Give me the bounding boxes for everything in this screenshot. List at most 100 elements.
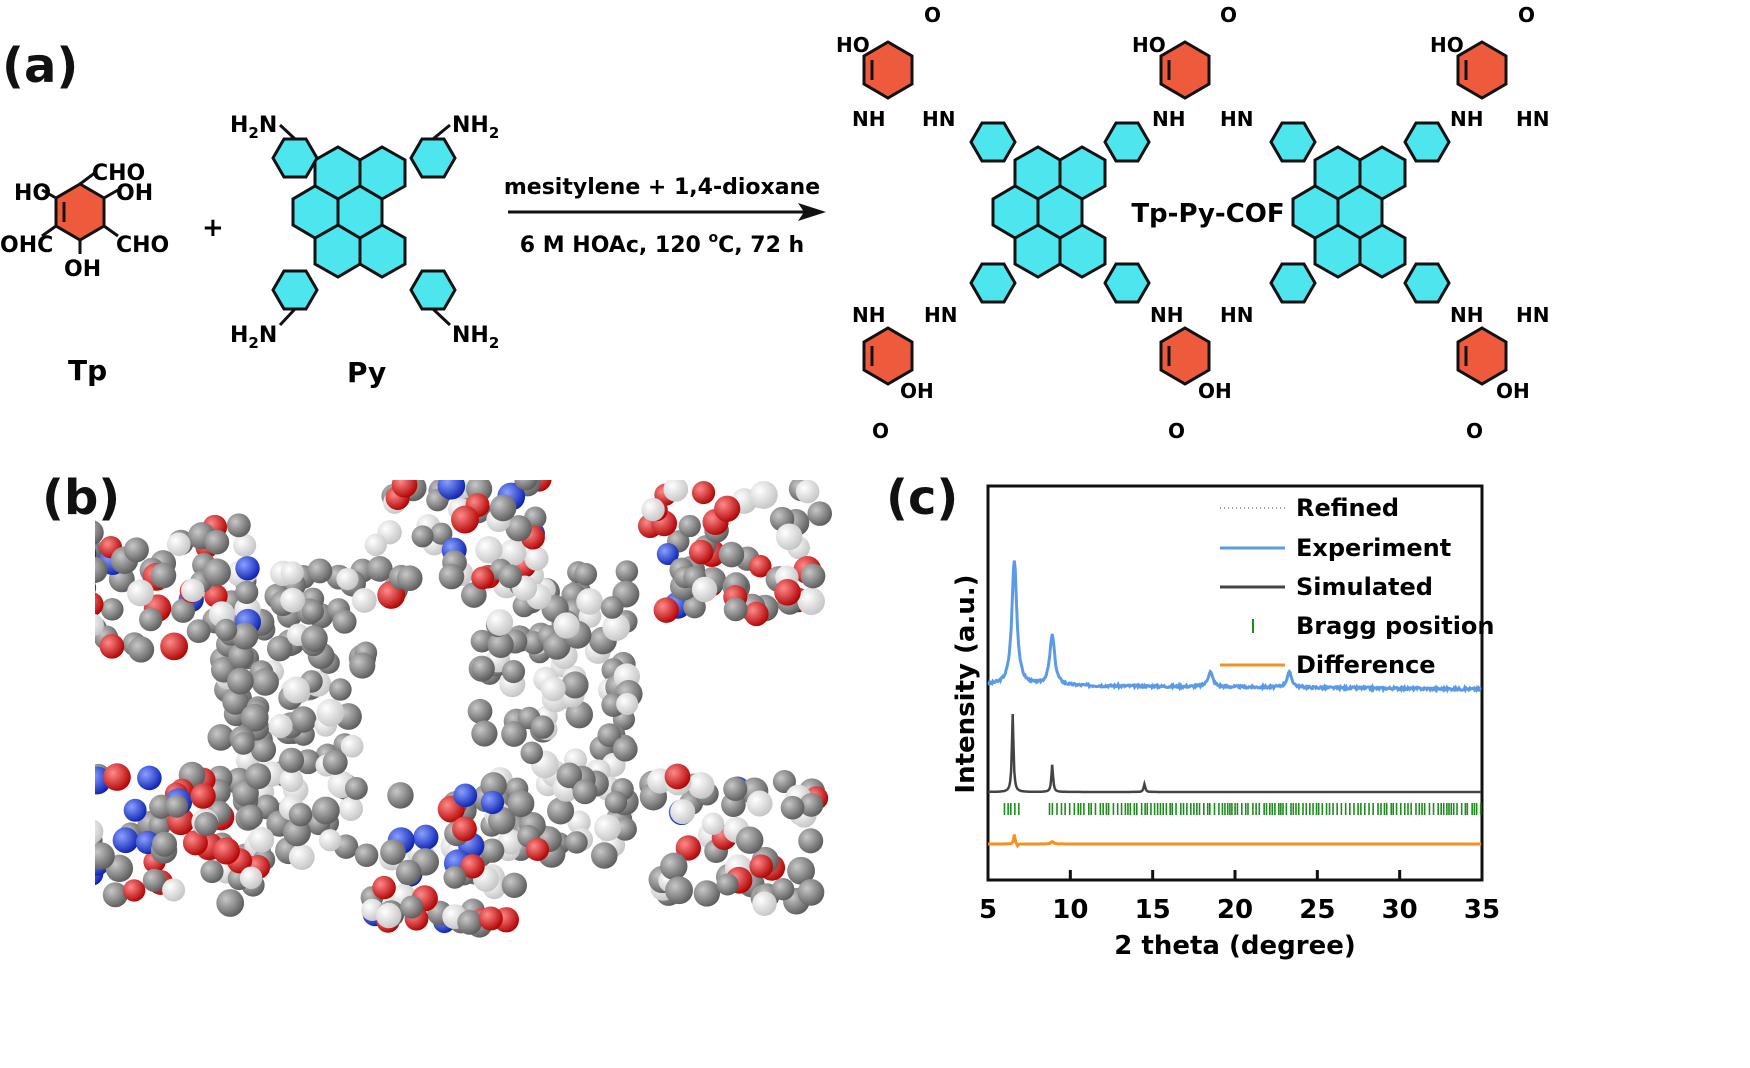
tp-ohc: OHC xyxy=(0,233,53,258)
carbon-atom xyxy=(604,791,628,814)
carbon-atom xyxy=(336,567,359,591)
carbon-atom xyxy=(612,736,638,762)
space-filling-model xyxy=(95,480,833,938)
cluster-atom xyxy=(693,880,721,907)
carbon-atom xyxy=(288,844,315,870)
carbon-atom xyxy=(572,779,598,805)
carbon-atom xyxy=(280,587,306,613)
cluster-atom xyxy=(795,480,820,504)
difference-curve xyxy=(988,834,1482,849)
legend-refined: Refined xyxy=(1296,494,1399,522)
cluster-atom xyxy=(411,525,434,548)
carbon-atom xyxy=(616,692,639,716)
carbon-atom xyxy=(480,772,507,799)
panel-label-c: (c) xyxy=(886,470,959,526)
cluster-atom xyxy=(664,763,691,790)
cof-nh-1: NH xyxy=(852,107,885,131)
carbon-atom xyxy=(207,724,235,751)
cluster-atom xyxy=(150,562,177,589)
legend-bragg: Bragg position xyxy=(1296,612,1495,640)
x-tick-label: 15 xyxy=(1135,895,1171,925)
cluster-atom xyxy=(137,765,162,791)
carbon-atom xyxy=(567,810,591,834)
py-nh2-tr: NH2 xyxy=(452,113,499,142)
atom-spheres xyxy=(95,480,833,938)
cluster-atom xyxy=(95,557,108,584)
carbon-atom xyxy=(278,747,305,773)
cluster-atom xyxy=(471,566,495,590)
cluster-atom xyxy=(182,830,208,856)
carbon-atom xyxy=(307,558,333,584)
cluster-atom xyxy=(723,776,748,802)
cluster-atom xyxy=(797,587,825,616)
carbon-atom xyxy=(316,698,345,727)
legend-experiment: Experiment xyxy=(1296,534,1451,562)
curves xyxy=(987,560,1482,849)
py-molecule: H2N NH2 H2N NH2 Py xyxy=(230,113,499,389)
cluster-atom xyxy=(233,533,257,557)
cluster-atom xyxy=(780,795,805,820)
carbon-atom xyxy=(222,688,249,715)
carbon-atom xyxy=(471,657,495,681)
carbon-atom xyxy=(250,737,277,763)
cluster-atom xyxy=(798,828,824,854)
cluster-atom xyxy=(678,514,701,538)
carbon-atom xyxy=(301,625,328,653)
cluster-atom xyxy=(376,902,402,929)
tp-molecule: CHO HO OH OHC CHO OH Tp xyxy=(0,161,169,387)
cluster-atom xyxy=(480,790,505,815)
cluster-atom xyxy=(171,598,196,623)
cluster-atom xyxy=(498,564,522,589)
cluster-atom xyxy=(235,580,259,604)
carbon-atom xyxy=(597,723,622,748)
cluster-atom xyxy=(212,837,240,865)
cluster-atom xyxy=(238,804,264,830)
carbon-atom xyxy=(349,652,376,679)
cluster-atom xyxy=(772,769,796,794)
cof-o-1: O xyxy=(924,3,941,27)
tp-oh-bottom: OH xyxy=(64,257,101,282)
carbon-atom xyxy=(227,667,254,695)
cof-o-6: O xyxy=(1466,419,1483,443)
conditions-bottom: 6 M HOAc, 120 oC, 72 h xyxy=(520,230,804,258)
cluster-atom xyxy=(688,539,714,565)
cluster-atom xyxy=(675,835,701,861)
carbon-atom xyxy=(576,588,603,615)
cluster-atom xyxy=(524,546,549,571)
cluster-atom xyxy=(775,523,803,551)
cluster-atom xyxy=(718,541,745,568)
cof-ho-2: HO xyxy=(1132,33,1166,57)
carbon-atom xyxy=(354,843,379,868)
carbon-atom xyxy=(600,596,624,619)
cof-hn-2: HN xyxy=(1220,107,1253,131)
carbon-atom xyxy=(547,797,575,825)
py-nh2-bl: H2N xyxy=(230,323,277,352)
conditions-top: mesitylene + 1,4-dioxane xyxy=(504,175,820,200)
x-tick-label: 30 xyxy=(1382,895,1418,925)
cluster-atom xyxy=(366,556,393,582)
cluster-atom xyxy=(123,798,147,822)
cluster-atom xyxy=(123,537,149,563)
cof-ho-3: HO xyxy=(1430,33,1464,57)
cluster-atom xyxy=(103,763,131,791)
cluster-atom xyxy=(216,889,245,917)
cluster-atom xyxy=(691,480,716,505)
cluster-atom xyxy=(395,859,422,886)
carbon-atom xyxy=(251,668,279,696)
cluster-atom xyxy=(200,859,224,884)
cluster-atom xyxy=(112,827,139,854)
experiment-curve xyxy=(987,560,1482,694)
cluster-atom xyxy=(190,783,216,809)
cluster-atom xyxy=(239,866,263,890)
legend-simulated: Simulated xyxy=(1296,573,1433,601)
cof-hn-5: HN xyxy=(1220,303,1253,327)
carbon-atom xyxy=(311,796,340,825)
y-axis-label: Intensity (a.u.) xyxy=(951,574,981,793)
cluster-atom xyxy=(166,532,191,557)
cluster-atom xyxy=(746,790,773,817)
cluster-atom xyxy=(126,579,154,607)
cluster-atom xyxy=(774,579,801,606)
cluster-atom xyxy=(226,513,251,538)
cof-o-3: O xyxy=(1518,3,1535,27)
cluster-atom xyxy=(95,842,115,870)
